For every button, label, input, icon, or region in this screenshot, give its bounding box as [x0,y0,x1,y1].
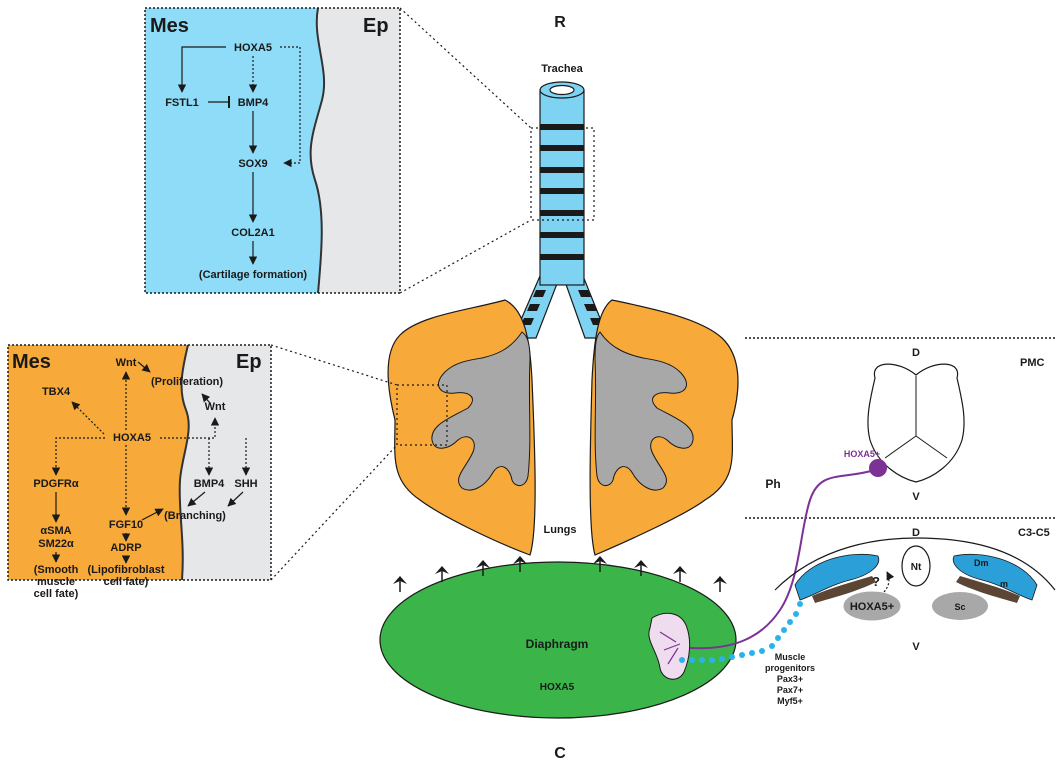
diaphragm-label: Diaphragm [526,637,589,651]
adrp-node: ADRP [110,542,141,554]
pmc-dorsal-label: D [912,347,920,359]
cervical-ventral-label: V [912,641,920,653]
trachea-inset: Mes Ep HOXA5 FSTL1 BMP4 SOX9 COL2A1 (Car… [145,8,400,293]
pmc-hoxa5-neuron [869,459,887,477]
lung-hoxa5-node: HOXA5 [113,432,151,444]
muscle-progenitors-line1: Muscle [775,652,806,662]
muscle-progenitors-line5: Myf5+ [777,696,803,706]
phrenic-nerve-label: Ph [765,477,780,491]
cervical-title: C3-C5 [1018,527,1050,539]
muscle-progenitors-line4: Pax7+ [777,685,803,695]
pmc-title: PMC [1020,357,1045,369]
myotome-label: m [1000,579,1008,589]
wnt-mes-node: Wnt [116,357,137,369]
pmc-hoxa5-label: HOXA5+ [844,449,880,459]
cartilage-formation-node: (Cartilage formation) [199,269,308,281]
muscle-progenitors-text: Muscle progenitors Pax3+ Pax7+ Myf5+ [765,652,815,706]
right-lung [590,300,738,555]
lipofibroblast-node-line2: cell fate) [104,576,149,588]
lung-bmp4-node: BMP4 [194,478,225,490]
pmc-section: PMC D V HOXA5+ [844,347,1045,503]
neural-tube-label: Nt [911,562,922,573]
lung-inset-ep-label: Ep [236,351,262,373]
left-lung [388,300,535,555]
lungs-label: Lungs [544,524,577,536]
pmc-ventral-label: V [912,491,920,503]
fstl1-node: FSTL1 [165,97,199,109]
pdgfra-node: PDGFRα [33,478,79,490]
wnt-ep-node: Wnt [205,401,226,413]
cervical-section: C3-C5 D V Nt Dm m HOXA5+ Sc ? [775,527,1055,653]
muscle-progenitors-line2: progenitors [765,663,815,673]
trachea-inset-mes-label: Mes [150,15,189,37]
trachea-hoxa5-node: HOXA5 [234,42,272,54]
sclerotome-label: Sc [954,602,965,612]
col2a1-node: COL2A1 [231,227,274,239]
caudal-label: C [554,745,566,762]
muscle-progenitors-line3: Pax3+ [777,674,803,684]
trachea-inset-ep-label: Ep [363,15,389,37]
question-mark: ? [872,574,880,589]
rostral-label: R [554,14,566,31]
asma-node: αSMA [40,525,71,537]
sm22a-node: SM22α [38,538,74,550]
shh-node: SHH [234,478,257,490]
cervical-dorsal-label: D [912,527,920,539]
fgf10-node: FGF10 [109,519,143,531]
diaphragm-gene-label: HOXA5 [540,682,575,693]
lipofibroblast-node-line1: (Lipofibroblast [88,564,165,576]
smooth-muscle-node-line1: (Smooth [34,564,79,576]
hoxa5-sclerotome-label: HOXA5+ [850,601,894,613]
trachea-bmp4-node: BMP4 [238,97,269,109]
sox9-node: SOX9 [238,158,267,170]
smooth-muscle-node-line3: cell fate) [34,588,79,600]
lung-inset: Mes Ep Wnt (Proliferation) TBX4 Wnt HOXA… [8,345,271,600]
tbx4-node: TBX4 [42,386,71,398]
lung-inset-mes-label: Mes [12,351,51,373]
trachea-label: Trachea [541,63,583,75]
proliferation-node: (Proliferation) [151,376,223,388]
branching-node: (Branching) [164,510,226,522]
smooth-muscle-node-line2: muscle [37,576,75,588]
dermomyotome-label: Dm [974,558,989,568]
